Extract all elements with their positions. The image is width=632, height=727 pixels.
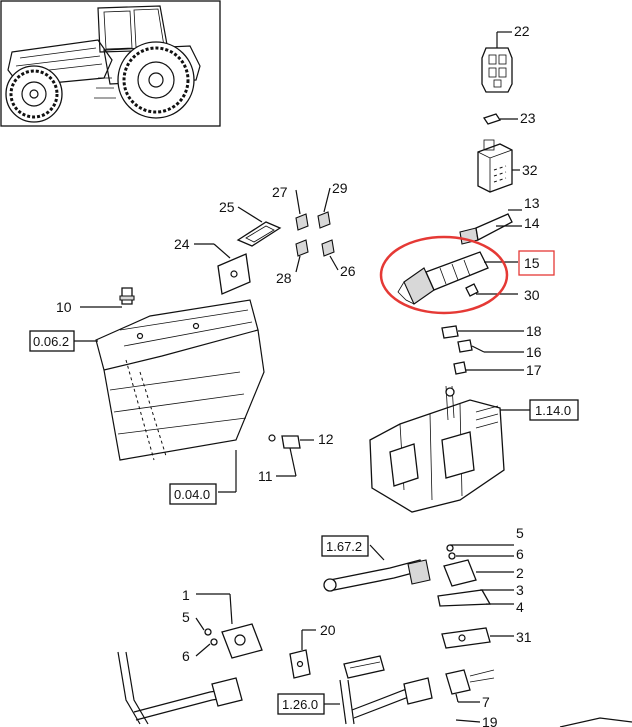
callout-22: 22 xyxy=(514,23,530,39)
callout-26: 26 xyxy=(340,263,356,279)
callout-14: 14 xyxy=(524,215,540,231)
partial-part-corner xyxy=(559,717,632,727)
callout-25: 25 xyxy=(219,199,235,215)
callout-6a: 6 xyxy=(516,546,524,562)
ref-1672: 1.67.2 xyxy=(326,539,362,554)
part-22-connector xyxy=(481,31,513,93)
callout-7: 7 xyxy=(482,694,490,710)
callout-5a: 5 xyxy=(516,525,524,541)
part-23-clip xyxy=(482,113,518,125)
callout-15-box xyxy=(518,250,555,276)
callout-17: 17 xyxy=(526,362,542,378)
callout-20: 20 xyxy=(320,622,336,638)
callout-3: 3 xyxy=(516,582,524,598)
callout-24: 24 xyxy=(174,236,190,252)
lever-assembly-1672 xyxy=(323,544,514,607)
callout-28: 28 xyxy=(276,270,292,286)
callout-30: 30 xyxy=(524,287,540,303)
part-31-bracket xyxy=(441,627,514,649)
callout-11: 11 xyxy=(258,468,273,484)
callout-32: 32 xyxy=(522,162,538,178)
ref-box-0062 xyxy=(29,330,75,352)
part-12-11-bulb xyxy=(268,434,314,477)
part-15-switch xyxy=(397,251,518,305)
ref-0062: 0.06.2 xyxy=(33,334,69,349)
part-1-switch xyxy=(195,593,263,659)
tractor-thumbnail xyxy=(0,0,221,127)
callout-10: 10 xyxy=(56,299,72,315)
ref-box-0040 xyxy=(169,483,217,505)
callout-4: 4 xyxy=(516,599,524,615)
callout-12: 12 xyxy=(318,431,334,447)
callout-5b: 5 xyxy=(182,609,190,625)
callout-2: 2 xyxy=(516,565,524,581)
fuse-box-assembly xyxy=(369,385,530,513)
ref-leader-0040 xyxy=(218,450,237,493)
callout-16: 16 xyxy=(526,344,542,360)
callout-23: 23 xyxy=(520,110,536,126)
callout-27: 27 xyxy=(272,184,288,200)
ref-0040: 0.04.0 xyxy=(174,487,210,502)
callout-13: 13 xyxy=(524,195,540,211)
ref-1260: 1.26.0 xyxy=(282,697,318,712)
part-10-stud xyxy=(80,287,135,308)
ref-1140: 1.14.0 xyxy=(535,403,571,418)
highlight-ring xyxy=(379,235,509,315)
dashboard-panel xyxy=(74,299,265,461)
part-25-24-brackets xyxy=(194,206,282,295)
callout-15: 15 xyxy=(524,255,540,271)
part-27-29-28-26-clips xyxy=(295,187,339,273)
part-13-14-stalk xyxy=(459,209,522,245)
callout-19: 19 xyxy=(482,714,498,727)
callout-6b: 6 xyxy=(182,648,190,664)
part-32-relay xyxy=(477,139,520,193)
callout-1: 1 xyxy=(182,587,190,603)
part-20-plate xyxy=(289,629,316,679)
pedal-linkages xyxy=(117,651,495,725)
callout-29: 29 xyxy=(332,180,348,196)
part-18-16-17-bulbs xyxy=(441,325,524,375)
callout-18: 18 xyxy=(526,323,542,339)
ref-box-1140 xyxy=(529,399,579,421)
callout-31: 31 xyxy=(516,629,532,645)
ref-box-1672 xyxy=(321,535,369,557)
